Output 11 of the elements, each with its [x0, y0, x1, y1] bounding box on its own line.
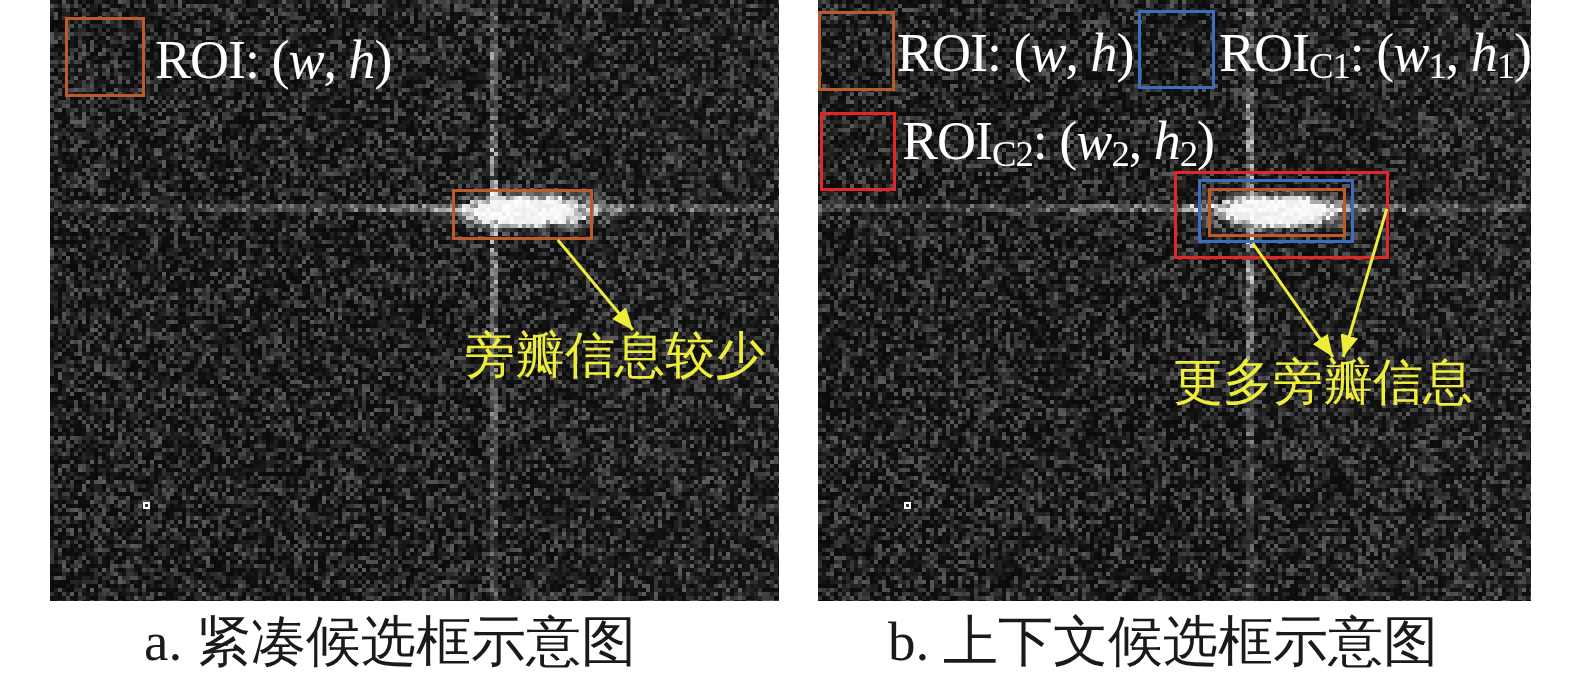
panel-label: a. 紧凑候选框示意图 — [144, 614, 636, 669]
annotation-text: 旁瓣信息较少 — [465, 330, 765, 380]
annotation-text: 更多旁瓣信息 — [1173, 357, 1473, 407]
image-panel — [818, 0, 1531, 601]
bounding-box — [1208, 188, 1346, 237]
arrow — [1340, 208, 1389, 358]
panel-label: b. 上下文候选框示意图 — [888, 614, 1438, 669]
bounding-box — [1174, 171, 1389, 259]
image-panel — [50, 0, 779, 601]
bounding-box — [452, 189, 593, 240]
bounding-box — [1198, 179, 1354, 243]
